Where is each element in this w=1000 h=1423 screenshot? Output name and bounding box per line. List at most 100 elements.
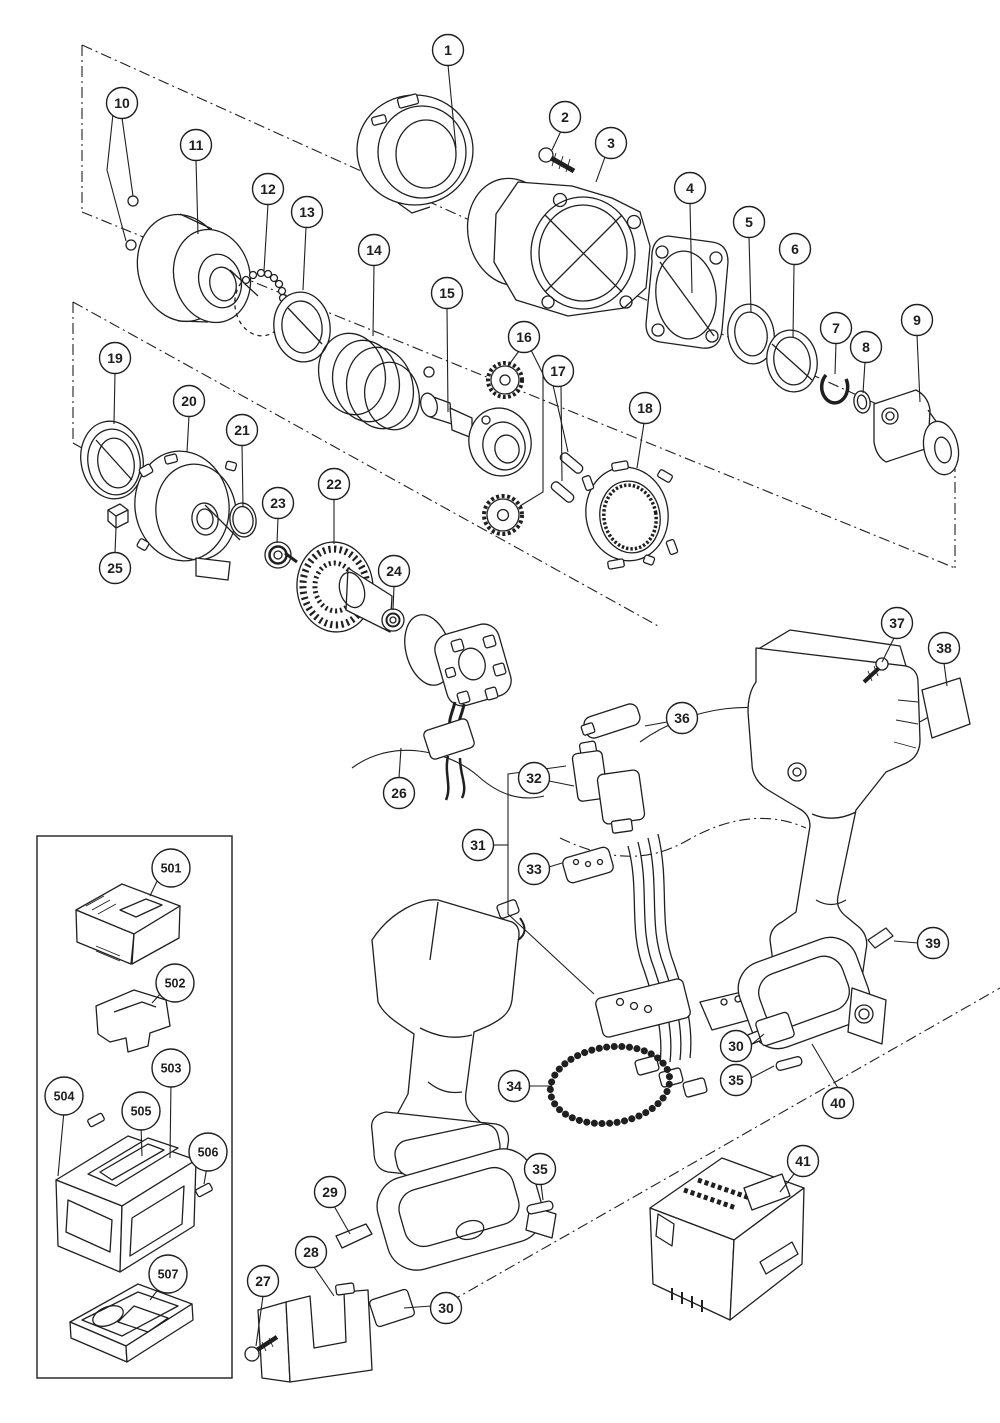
balloon-507[interactable]: 507	[148, 1254, 188, 1301]
balloon-36[interactable]: 36	[644, 701, 699, 735]
balloon-circle[interactable]	[900, 303, 934, 337]
balloon-circle[interactable]	[357, 233, 391, 267]
balloon-circle[interactable]	[290, 195, 324, 229]
balloon-6[interactable]: 6	[778, 232, 812, 339]
balloon-38[interactable]: 38	[927, 631, 961, 687]
balloon-503[interactable]: 503	[151, 1048, 191, 1159]
balloon-25[interactable]: 25	[98, 527, 132, 585]
balloon-circle[interactable]	[261, 486, 295, 520]
balloon-circle[interactable]	[821, 1086, 855, 1120]
balloon-circle[interactable]	[497, 1069, 531, 1103]
balloon-30[interactable]: 30	[403, 1291, 463, 1325]
balloon-circle[interactable]	[665, 701, 699, 735]
balloon-circle[interactable]	[105, 86, 139, 120]
balloon-7[interactable]: 7	[819, 311, 853, 375]
balloon-24[interactable]: 24	[377, 554, 411, 611]
balloon-35[interactable]: 35	[523, 1152, 557, 1201]
balloon-10[interactable]: 10	[105, 86, 139, 242]
balloon-circle[interactable]	[548, 100, 582, 134]
balloon-circle[interactable]	[251, 172, 285, 206]
balloon-circle[interactable]	[121, 1091, 161, 1131]
balloon-circle[interactable]	[778, 232, 812, 266]
balloon-502[interactable]: 502	[151, 963, 195, 1004]
balloon-circle[interactable]	[628, 391, 662, 425]
balloon-11[interactable]: 11	[179, 128, 213, 235]
balloon-40[interactable]: 40	[811, 1043, 855, 1120]
balloon-2[interactable]: 2	[548, 100, 582, 151]
balloon-circle[interactable]	[98, 341, 132, 375]
balloon-504[interactable]: 504	[44, 1076, 84, 1177]
balloon-1[interactable]: 1	[431, 33, 465, 149]
balloon-circle[interactable]	[719, 1063, 753, 1097]
balloon-circle[interactable]	[188, 1132, 228, 1172]
balloon-circle[interactable]	[719, 1029, 753, 1063]
balloon-15[interactable]: 15	[430, 276, 464, 413]
balloon-41[interactable]: 41	[779, 1144, 820, 1193]
balloon-505[interactable]: 505	[121, 1091, 161, 1157]
balloon-circle[interactable]	[172, 384, 206, 418]
balloon-circle[interactable]	[430, 276, 464, 310]
balloon-27[interactable]: 27	[246, 1264, 280, 1347]
balloon-circle[interactable]	[429, 1291, 463, 1325]
balloon-circle[interactable]	[313, 1175, 347, 1209]
balloon-12[interactable]: 12	[251, 172, 285, 272]
balloon-29[interactable]: 29	[313, 1175, 351, 1235]
balloon-circle[interactable]	[151, 848, 191, 888]
balloon-circle[interactable]	[225, 413, 259, 447]
balloon-501[interactable]: 501	[149, 848, 191, 897]
balloon-26[interactable]: 26	[382, 747, 416, 810]
balloon-32[interactable]: 32	[517, 761, 575, 795]
balloon-circle[interactable]	[786, 1144, 820, 1178]
balloon-circle[interactable]	[673, 171, 707, 205]
balloon-39[interactable]: 39	[893, 926, 950, 960]
balloon-13[interactable]: 13	[290, 195, 324, 291]
balloon-circle[interactable]	[98, 551, 132, 585]
balloon-circle[interactable]	[819, 311, 853, 345]
balloon-34[interactable]: 34	[497, 1069, 553, 1103]
balloon-16[interactable]: 16	[507, 320, 544, 507]
balloon-17[interactable]: 17	[541, 354, 575, 482]
balloon-circle[interactable]	[382, 776, 416, 810]
balloon-circle[interactable]	[151, 1048, 191, 1088]
balloon-33[interactable]: 33	[517, 852, 563, 886]
balloon-22[interactable]: 22	[317, 467, 351, 545]
balloon-5[interactable]: 5	[732, 205, 766, 313]
balloon-circle[interactable]	[431, 33, 465, 67]
balloon-14[interactable]: 14	[357, 233, 391, 337]
balloon-4[interactable]: 4	[673, 171, 707, 294]
balloon-35[interactable]: 35	[719, 1063, 775, 1097]
balloon-circle[interactable]	[461, 828, 495, 862]
balloon-circle[interactable]	[927, 631, 961, 665]
balloon-20[interactable]: 20	[172, 384, 206, 453]
balloon-circle[interactable]	[517, 852, 551, 886]
balloon-circle[interactable]	[155, 963, 195, 1003]
balloon-circle[interactable]	[377, 554, 411, 588]
balloon-circle[interactable]	[179, 128, 213, 162]
balloon-circle[interactable]	[523, 1152, 557, 1186]
balloon-9[interactable]: 9	[900, 303, 934, 403]
balloon-3[interactable]: 3	[594, 126, 628, 183]
balloon-circle[interactable]	[732, 205, 766, 239]
balloon-18[interactable]: 18	[628, 391, 662, 469]
balloon-circle[interactable]	[317, 467, 351, 501]
balloon-circle[interactable]	[507, 320, 541, 354]
balloon-21[interactable]: 21	[225, 413, 259, 507]
balloon-37[interactable]: 37	[880, 606, 914, 663]
balloon-circle[interactable]	[44, 1076, 84, 1116]
balloon-circle[interactable]	[517, 761, 551, 795]
balloon-28[interactable]: 28	[294, 1235, 335, 1297]
balloon-circle[interactable]	[880, 606, 914, 640]
balloon-circle[interactable]	[246, 1264, 280, 1298]
balloon-circle[interactable]	[148, 1254, 188, 1294]
balloon-circle[interactable]	[916, 926, 950, 960]
balloon-circle[interactable]	[594, 126, 628, 160]
balloon-circle[interactable]	[541, 354, 575, 388]
balloon-23[interactable]: 23	[261, 486, 295, 544]
balloon-8[interactable]: 8	[849, 330, 883, 394]
balloon-circle[interactable]	[294, 1235, 328, 1269]
balloon-30[interactable]: 30	[719, 1029, 765, 1063]
balloon-19[interactable]: 19	[98, 341, 132, 425]
balloon-number: 13	[299, 204, 315, 220]
balloon-circle[interactable]	[849, 330, 883, 364]
balloon-506[interactable]: 506	[188, 1132, 228, 1185]
